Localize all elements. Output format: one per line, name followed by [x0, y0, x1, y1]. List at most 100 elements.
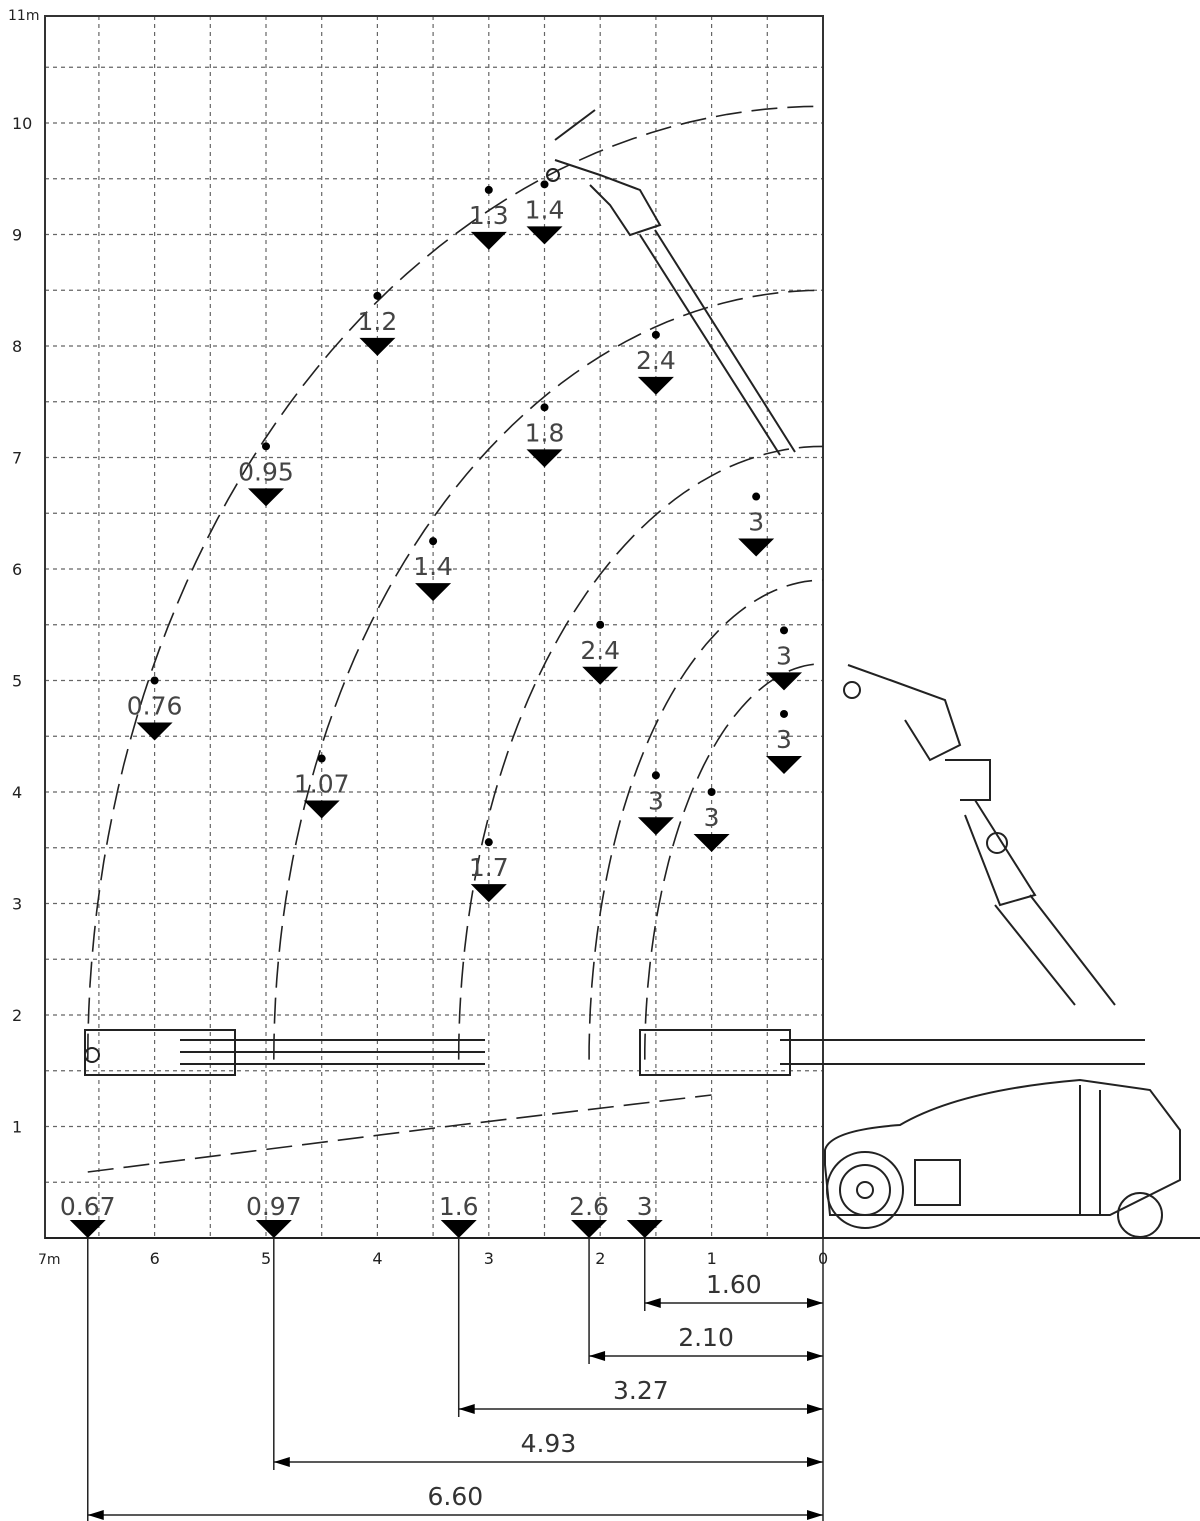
capacity-point — [651, 771, 660, 780]
dimension-arrow-right — [807, 1510, 823, 1520]
reach-arc — [457, 445, 824, 1060]
capacity-label: 2.4 — [580, 636, 620, 665]
x-tick-label: 6 — [150, 1249, 160, 1268]
y-tick-label: 3 — [12, 895, 22, 914]
capacity-point — [150, 676, 159, 685]
capacity-point — [484, 838, 493, 847]
crane-boom-folded — [843, 664, 1116, 1006]
y-tick-label: 4 — [12, 783, 22, 802]
y-tick-label: 8 — [12, 337, 22, 356]
dimension-arrow-left — [589, 1351, 606, 1361]
capacity-label: 1.2 — [358, 307, 398, 336]
capacity-label: 3 — [748, 508, 764, 537]
dimension-arrow-right — [807, 1298, 823, 1308]
x-axis-unit-label: 7m — [38, 1252, 61, 1268]
capacity-label: 2.4 — [636, 346, 676, 375]
ground-capacity-label: 1.6 — [439, 1192, 479, 1221]
capacity-marker — [440, 1220, 477, 1238]
capacity-marker — [303, 800, 340, 819]
capacity-point — [262, 442, 270, 451]
ground-capacity-label: 0.67 — [60, 1192, 116, 1221]
capacity-marker — [637, 376, 674, 395]
crane-vehicle — [639, 1029, 1181, 1238]
ground-capacity-label: 2.6 — [569, 1192, 609, 1221]
capacity-marker — [359, 337, 396, 356]
y-axis-unit-label: 11m — [8, 8, 39, 24]
capacity-marker — [248, 488, 284, 507]
capacity-marker — [582, 666, 619, 685]
capacity-marker — [69, 1220, 106, 1238]
crane-boom-raised — [546, 109, 796, 456]
dimension-arrow-right — [807, 1457, 823, 1467]
dimension-label: 6.60 — [428, 1482, 484, 1511]
capacity-point — [429, 537, 438, 546]
capacity-marker — [255, 1220, 292, 1238]
capacity-point — [373, 291, 382, 300]
capacity-point — [596, 620, 605, 629]
dimension-label: 3.27 — [613, 1376, 669, 1405]
capacity-marker — [526, 449, 563, 468]
x-tick-label: 2 — [595, 1249, 605, 1268]
capacity-marker — [415, 583, 452, 602]
capacity-marker — [637, 817, 674, 836]
y-tick-label: 7 — [12, 449, 22, 468]
capacity-point — [540, 403, 549, 412]
crane-boom-horizontal-left — [84, 1029, 485, 1076]
x-tick-label: 1 — [707, 1249, 717, 1268]
capacity-label: 3 — [648, 786, 664, 815]
capacity-marker — [136, 722, 173, 741]
chart-frame — [44, 15, 824, 1239]
reach-arc — [87, 105, 824, 1060]
capacity-point — [707, 788, 716, 796]
capacity-points: 0.67 1.3 1.2 0.95 0.76 0.97 1.4 2.4 1.8 1.4 1.07 1.… — [60, 180, 803, 1238]
capacity-label: 3 — [776, 725, 792, 754]
dimension-label: 2.10 — [678, 1323, 734, 1352]
capacity-label: 0.76 — [127, 692, 183, 721]
capacity-point — [780, 709, 789, 718]
capacity-label: 1.4 — [525, 195, 565, 224]
reach-arc — [588, 579, 824, 1060]
capacity-point — [484, 185, 493, 194]
ground-capacity-label: 0.97 — [246, 1192, 302, 1221]
dimension-arrow-left — [87, 1510, 104, 1520]
y-tick-label: 9 — [12, 226, 22, 245]
capacity-point — [317, 754, 326, 763]
grid — [45, 16, 823, 1238]
reach-arcs — [87, 105, 824, 1173]
capacity-marker — [571, 1220, 608, 1238]
y-tick-label: 6 — [12, 560, 22, 579]
dimension-label: 4.93 — [521, 1429, 577, 1458]
capacity-label: 0.95 — [238, 457, 294, 486]
capacity-marker — [738, 538, 775, 557]
dimension-arrow-left — [273, 1457, 290, 1467]
reach-arc — [273, 289, 824, 1060]
capacity-point — [651, 330, 660, 339]
dimension-label: 1.60 — [706, 1270, 762, 1299]
capacity-marker — [470, 884, 507, 903]
dimension-arrow-right — [807, 1351, 823, 1361]
capacity-label: 3 — [776, 641, 792, 670]
capacity-label: 1.07 — [294, 770, 350, 799]
reach-arc — [644, 663, 824, 1060]
capacity-marker — [766, 755, 803, 774]
capacity-marker — [526, 226, 563, 245]
capacity-label: 1.4 — [413, 552, 453, 581]
capacity-point — [752, 492, 761, 501]
x-tick-label: 3 — [484, 1249, 494, 1268]
capacity-marker — [626, 1220, 663, 1238]
capacity-label: 3 — [704, 803, 720, 832]
y-tick-label: 10 — [12, 114, 32, 133]
capacity-label: 1.3 — [469, 201, 509, 230]
radius-dimensions: 1.60 2.10 3.27 4.93 6.60 — [87, 1238, 824, 1521]
ground-capacity-label: 3 — [637, 1192, 653, 1221]
dimension-arrow-right — [807, 1404, 823, 1414]
x-tick-label: 4 — [372, 1249, 382, 1268]
y-tick-label: 1 — [12, 1118, 22, 1137]
capacity-marker — [693, 834, 730, 852]
capacity-point — [780, 626, 789, 635]
capacity-label: 1.8 — [525, 418, 565, 447]
capacity-marker — [766, 672, 803, 691]
capacity-label: 1.7 — [469, 853, 509, 882]
